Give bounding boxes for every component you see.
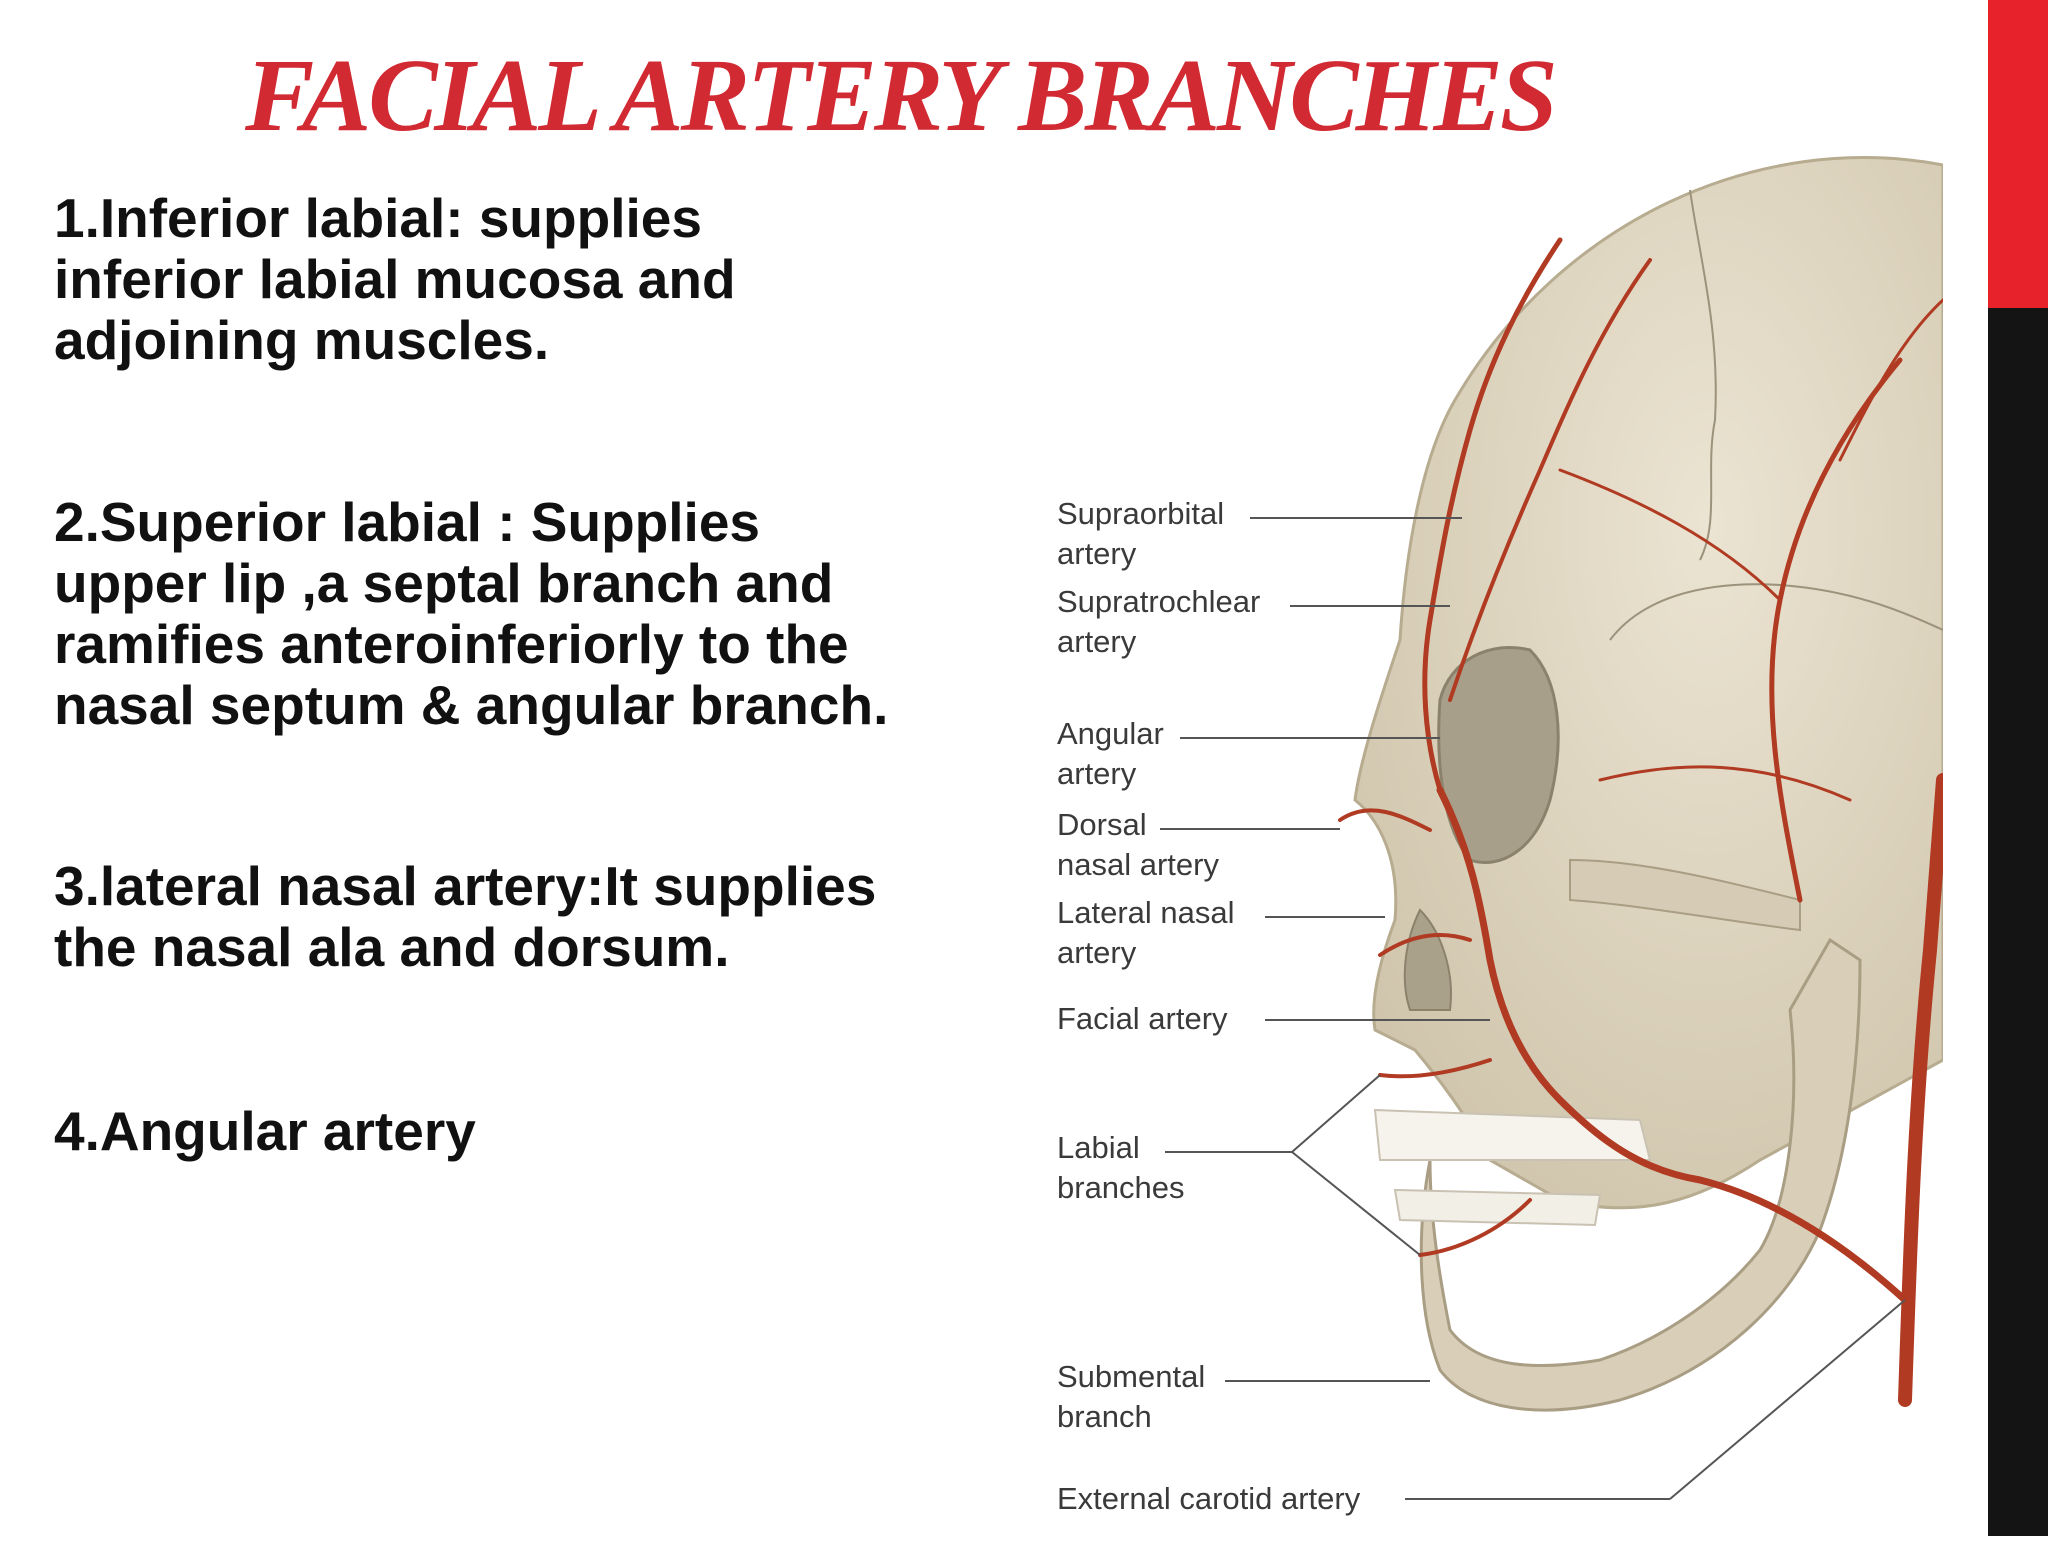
paragraph-inferior-labial: 1.Inferior labial: supplies inferior lab… xyxy=(54,187,736,371)
label-facial-artery: Facial artery xyxy=(1057,1001,1228,1036)
slide-title: FACIAL ARTERY BRANCHES xyxy=(245,38,1558,153)
supraorbital-artery xyxy=(1422,237,1563,793)
parietal-branch xyxy=(1838,298,1945,462)
coronal-suture xyxy=(1689,189,1717,561)
transverse-facial-artery xyxy=(1598,765,1852,802)
label-external-carotid-artery: External carotid artery xyxy=(1057,1481,1361,1516)
temporal-suture xyxy=(1609,583,1944,641)
frontal-branch xyxy=(1558,468,1782,602)
label-submental-branch: Submental branch xyxy=(1057,1359,1206,1434)
paragraph-lateral-nasal: 3.lateral nasal artery:It supplies the n… xyxy=(54,855,877,978)
paragraph-superior-labial: 2.Superior labial : Supplies upper lip ,… xyxy=(54,491,889,736)
facial-artery xyxy=(1436,786,1909,1304)
paragraph-angular-artery: 4.Angular artery xyxy=(54,1100,476,1162)
label-lateral-nasal-artery: Lateral nasal artery xyxy=(1057,895,1235,970)
label-supratrochlear-artery: Supratrochlear artery xyxy=(1057,584,1261,659)
skull-artery-figure: Supraorbital artery Supratrochlear arter… xyxy=(1025,155,1950,1536)
supratrochlear-artery xyxy=(1448,258,1652,702)
skull-illustration xyxy=(1160,156,1950,1500)
inferior-labial-artery xyxy=(1418,1198,1532,1257)
slide-margin xyxy=(1943,0,1988,1536)
leader-lines xyxy=(1160,517,1906,1500)
external-carotid-artery xyxy=(1898,773,1950,1407)
dorsal-nasal-artery xyxy=(1338,808,1432,832)
artery-network xyxy=(1338,237,1950,1407)
label-supraorbital-artery: Supraorbital artery xyxy=(1057,496,1225,571)
label-labial-branches: Labial branches xyxy=(1057,1130,1185,1205)
mandible xyxy=(1419,937,1862,1412)
label-angular-artery: Angular artery xyxy=(1057,716,1164,791)
accent-bar-red xyxy=(1988,0,2048,308)
accent-bar-black xyxy=(1988,308,2048,1536)
lateral-nasal-artery xyxy=(1378,933,1472,957)
superior-labial-artery xyxy=(1378,1058,1492,1079)
lower-teeth xyxy=(1393,1188,1602,1227)
skull-cranium xyxy=(1353,156,1945,1210)
label-dorsal-nasal-artery: Dorsal nasal artery xyxy=(1057,807,1219,882)
zygomatic-arch xyxy=(1569,858,1801,932)
